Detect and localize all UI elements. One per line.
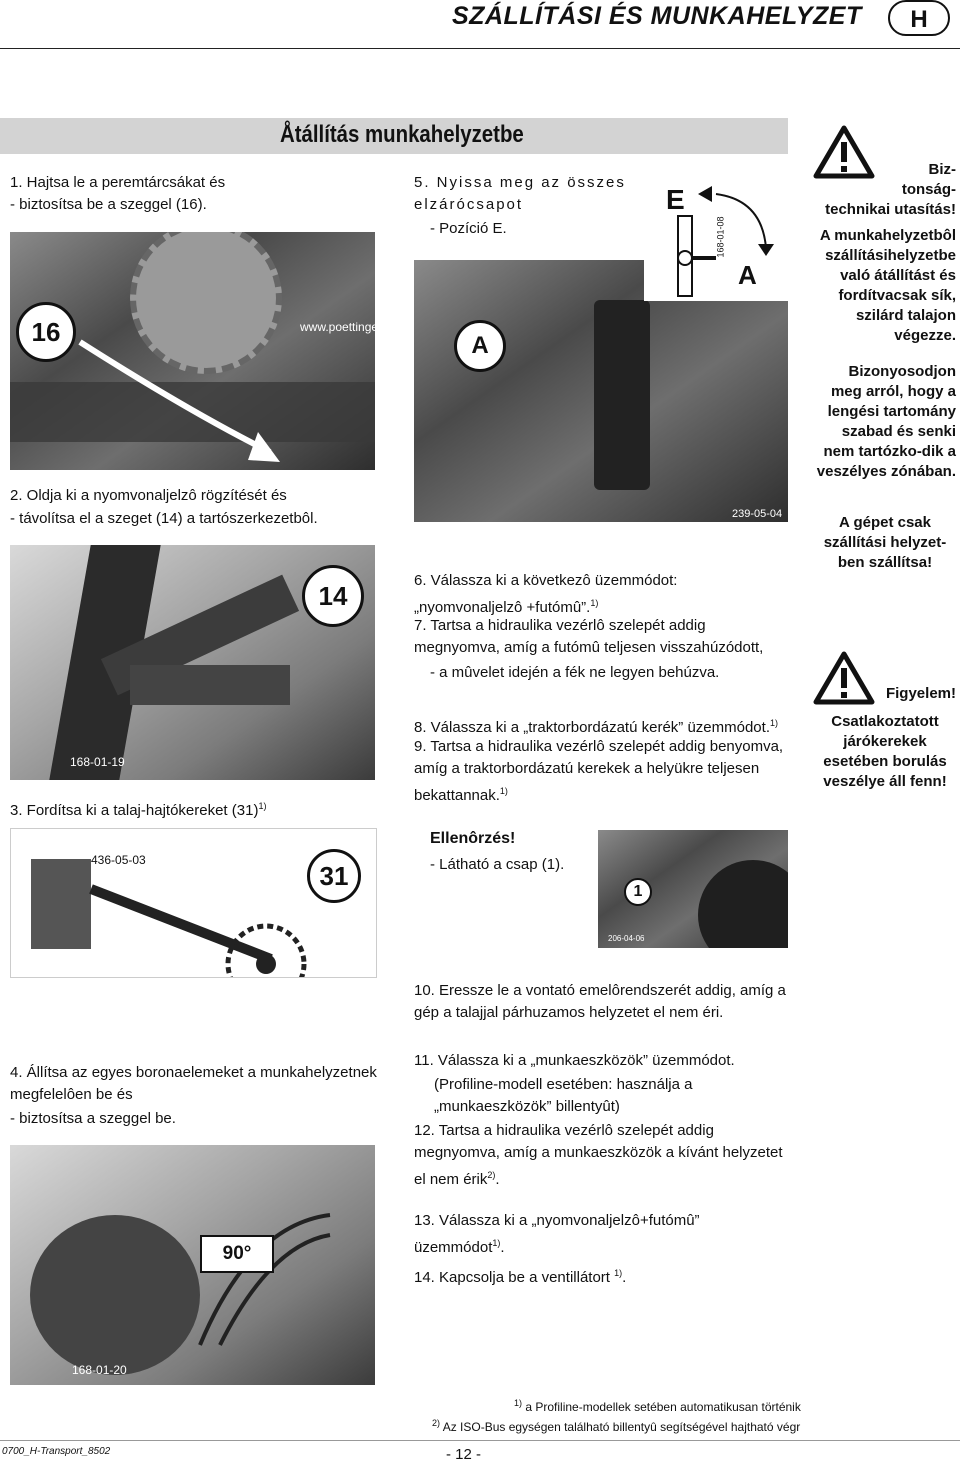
step-13-text: 13. Válassza ki a „nyomvonaljelzô+futómû… xyxy=(414,1212,700,1256)
image-code: 239-05-04 xyxy=(732,508,783,520)
step-5-sub: - Pozíció E. xyxy=(430,220,507,237)
roller-graphic xyxy=(30,1215,200,1375)
step-9-text: 9. Tartsa a hidraulika vezérlô szelepét … xyxy=(414,738,784,804)
valve-diagram-inset: E A 168-01-08 xyxy=(644,176,788,301)
cylinder-graphic xyxy=(594,300,650,490)
callout-badge-1: 1 xyxy=(624,878,652,906)
photo-valve-position: A 239-05-04 xyxy=(414,260,788,522)
warning-title-safety: Biz- tonság- technikai utasítás! xyxy=(814,160,956,220)
step-12-text: 12. Tartsa a hidraulika vezérlô szelepét… xyxy=(414,1122,783,1188)
angle-label: 90° xyxy=(200,1235,274,1273)
page-number: - 12 - xyxy=(446,1446,482,1463)
step-14-text: 14. Kapcsolja be a ventillátort xyxy=(414,1269,610,1286)
step-8-text: 8. Válassza ki a „traktorbordázatú kerék… xyxy=(414,719,770,736)
section-title: Åtállítás munkahelyzetbe xyxy=(280,121,524,148)
step-13-footnote-ref: 1) xyxy=(492,1238,501,1248)
warning-text-3: A gépet csak szállítási helyzet-ben szál… xyxy=(823,514,947,571)
step-14-footnote-ref: 1) xyxy=(614,1268,623,1278)
warning-text-1: A munkahelyzetbôl szállításihelyzetbe va… xyxy=(819,227,956,344)
step-2-sub: - távolítsa el a szeget (14) a tartószer… xyxy=(10,510,318,527)
warning-title-line-2: tonság- xyxy=(901,181,956,198)
warning-triangle-icon xyxy=(813,125,875,179)
page-header-title: SZÁLLÍTÁSI ÉS MUNKAHELYZET xyxy=(452,2,862,30)
tyre-graphic xyxy=(698,860,788,948)
step-6-footnote-ref: 1) xyxy=(590,598,599,608)
step-4: 4. Állítsa az egyes boronaelemeket a mun… xyxy=(10,1064,377,1103)
step-12: 12. Tartsa a hidraulika vezérlô szelepét… xyxy=(414,1122,783,1188)
label-a: A xyxy=(738,260,757,290)
inset-code: 168-01-08 xyxy=(715,216,726,258)
bracket-graphic xyxy=(130,665,290,705)
section-bar xyxy=(0,118,788,154)
callout-badge-16: 16 xyxy=(16,302,76,362)
poettinger-url: www.poettinger.at xyxy=(300,320,375,334)
footnote-2-text: Az ISO-Bus egységen található billentyû … xyxy=(442,1420,801,1434)
valve-diagram xyxy=(677,186,774,297)
step-1: 1. Hajtsa le a peremtárcsákat és xyxy=(10,174,226,191)
footnote-2-mark: 2) xyxy=(432,1418,441,1428)
footer-rule xyxy=(0,1440,960,1441)
photo-disc-pin-16: 16 www.poettinger.at xyxy=(10,232,375,470)
step-9-footnote-ref: 1) xyxy=(499,786,508,796)
photo-harrow-90deg: 90° 168-01-20 xyxy=(10,1145,375,1385)
photo-marker-pin-14: 14 168-01-19 xyxy=(10,545,375,780)
step-10: 10. Eressze le a vontató emelôrendszerét… xyxy=(414,982,786,1021)
footnote-1-text: a Profiline-modellek setében automatikus… xyxy=(525,1400,801,1414)
step-7-sub: - a mûvelet idején a fék ne legyen behúz… xyxy=(430,664,720,681)
step-6: 6. Válassza ki a következô üzemmódot: „n… xyxy=(414,570,788,619)
attention-title: Figyelem! xyxy=(885,685,956,702)
arrow-icon xyxy=(78,339,280,462)
step-6-text: 6. Válassza ki a következô üzemmódot: „n… xyxy=(414,572,678,616)
step-8-footnote-ref: 1) xyxy=(770,718,779,728)
footnote-2: 2) Az ISO-Bus egységen található billent… xyxy=(432,1418,800,1434)
step-11-note: (Profiline-modell esetében: használja a … xyxy=(434,1076,693,1115)
warning-title-line-1: Biz- xyxy=(928,161,957,178)
warning-text-2: Bizonyosodjon meg arról, hogy a lengési … xyxy=(816,363,956,480)
step-1-sub: - biztosítsa be a szeggel (16). xyxy=(10,196,207,213)
step-12-footnote-ref: 2) xyxy=(487,1170,496,1180)
step-3-text: 3. Fordítsa ki a talaj-hajtókereket (31) xyxy=(10,802,259,819)
step-13: 13. Válassza ki a „nyomvonaljelzô+futómû… xyxy=(414,1212,700,1256)
check-sub: - Látható a csap (1). xyxy=(430,856,565,873)
step-3-footnote-ref: 1) xyxy=(258,801,267,811)
photo-pin-1: 1 206-04-06 xyxy=(598,830,788,948)
language-badge: H xyxy=(888,0,950,36)
image-code: 436-05-03 xyxy=(91,853,146,867)
attention-text: Csatlakoztatott járókerekek esetében bor… xyxy=(823,713,947,790)
step-5: 5. Nyissa meg az összes elzárócsapot xyxy=(414,174,626,213)
label-a-circle: A xyxy=(454,320,506,372)
image-code: 206-04-06 xyxy=(608,934,645,943)
footnote-1: 1) a Profiline-modellek setében automati… xyxy=(514,1398,801,1414)
attention-triangle-icon xyxy=(813,651,875,705)
image-code: 168-01-19 xyxy=(70,755,125,769)
ground-wheel-drawing xyxy=(31,859,307,1005)
tine-graphic xyxy=(198,1213,331,1346)
callout-badge-31: 31 xyxy=(307,849,361,903)
disc-graphic xyxy=(130,232,282,374)
check-title: Ellenôrzés! xyxy=(430,830,516,847)
step-2: 2. Oldja ki a nyomvonaljelzô rögzítését … xyxy=(10,487,287,504)
step-7: 7. Tartsa a hidraulika vezérlô szelepét … xyxy=(414,617,764,656)
label-e: E xyxy=(666,184,685,215)
step-3: 3. Fordítsa ki a talaj-hajtókereket (31)… xyxy=(10,795,266,822)
step-4-sub: - biztosítsa a szeggel be. xyxy=(10,1110,176,1127)
drawing-ground-wheel-31: 436-05-03 31 xyxy=(10,828,377,1005)
image-code: 168-01-20 xyxy=(72,1363,127,1377)
header-rule xyxy=(0,48,960,49)
step-9: 9. Tartsa a hidraulika vezérlô szelepét … xyxy=(414,736,788,807)
step-11: 11. Válassza ki a „munkaeszközök” üzemmó… xyxy=(414,1052,735,1069)
step-14: 14. Kapcsolja be a ventillátort 1). xyxy=(414,1268,627,1286)
document-code: 0700_H-Transport_8502 xyxy=(2,1446,111,1457)
warning-title-line-3: technikai utasítás! xyxy=(825,201,956,218)
callout-badge-14: 14 xyxy=(302,565,364,627)
footnote-1-mark: 1) xyxy=(514,1398,523,1408)
step-8: 8. Válassza ki a „traktorbordázatú kerék… xyxy=(414,712,788,739)
